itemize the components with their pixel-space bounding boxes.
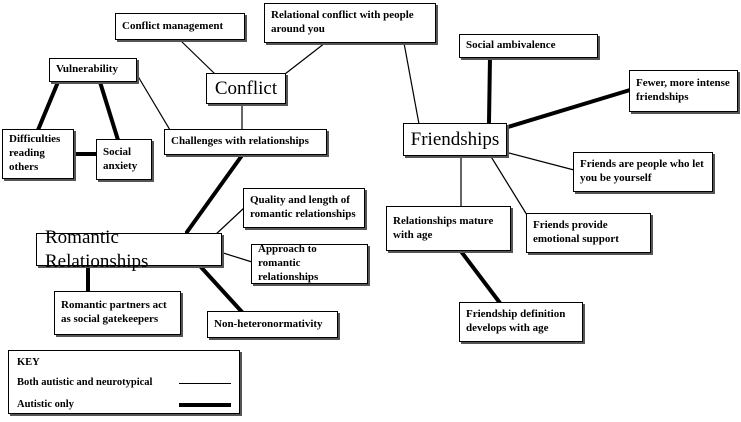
edge-vulnerability-anxiety	[98, 80, 120, 142]
node-difficulties-reading: Difficulties reading others	[2, 129, 74, 179]
node-friends-yourself: Friends are people who let you be yourse…	[573, 152, 713, 192]
edge-mature-definition	[458, 248, 502, 305]
edge-conflict-relational	[284, 42, 326, 75]
edge-romantic-approach	[219, 251, 253, 263]
edge-conflict-management	[179, 39, 216, 75]
node-conflict: Conflict	[206, 73, 286, 104]
edge-friendships-support	[489, 154, 528, 216]
edge-challenges-romantic	[185, 152, 245, 234]
node-non-heteronormativity: Non-heteronormativity	[207, 311, 338, 338]
edge-friendships-fewer	[506, 88, 632, 129]
node-fewer-friendships: Fewer, more intense friendships	[629, 70, 738, 112]
legend-key: KEY Both autistic and neurotypical Autis…	[8, 350, 240, 414]
node-friends-support: Friends provide emotional support	[526, 213, 651, 253]
legend-label-both: Both autistic and neurotypical	[17, 377, 153, 388]
edge-vulnerability-difficulties	[36, 80, 60, 132]
legend-thick-line	[179, 403, 231, 407]
edge-ambivalence-friendships	[487, 55, 492, 124]
node-relationships-mature: Relationships mature with age	[386, 206, 511, 251]
node-vulnerability: Vulnerability	[49, 58, 137, 82]
node-friendship-definition: Friendship definition develops with age	[459, 302, 583, 342]
edge-romantic-nonhetero	[198, 264, 244, 314]
legend-label-autistic: Autistic only	[17, 399, 74, 410]
legend-thin-line	[179, 383, 231, 384]
edge-vulnerability-challenges	[135, 72, 171, 131]
node-social-anxiety: Social anxiety	[96, 139, 152, 180]
node-approach-romantic: Approach to romantic relationships	[251, 243, 368, 284]
edge-romantic-quality	[213, 207, 245, 237]
legend-title: KEY	[17, 357, 40, 368]
node-conflict-management: Conflict management	[115, 13, 245, 40]
node-friendships: Friendships	[403, 123, 507, 156]
edge-friendships-yourself	[504, 151, 575, 171]
node-quality-length: Quality and length of romantic relations…	[243, 188, 365, 228]
node-romantic-relationships: Romantic Relationships	[36, 227, 222, 272]
node-relational-conflict: Relational conflict with people around y…	[264, 3, 436, 43]
edge-relational-friendships	[403, 42, 420, 125]
node-romantic-gatekeepers: Romantic partners act as social gatekeep…	[54, 291, 181, 335]
node-social-ambivalence: Social ambivalence	[459, 34, 598, 58]
node-challenges-relationships: Challenges with relationships	[164, 129, 327, 155]
